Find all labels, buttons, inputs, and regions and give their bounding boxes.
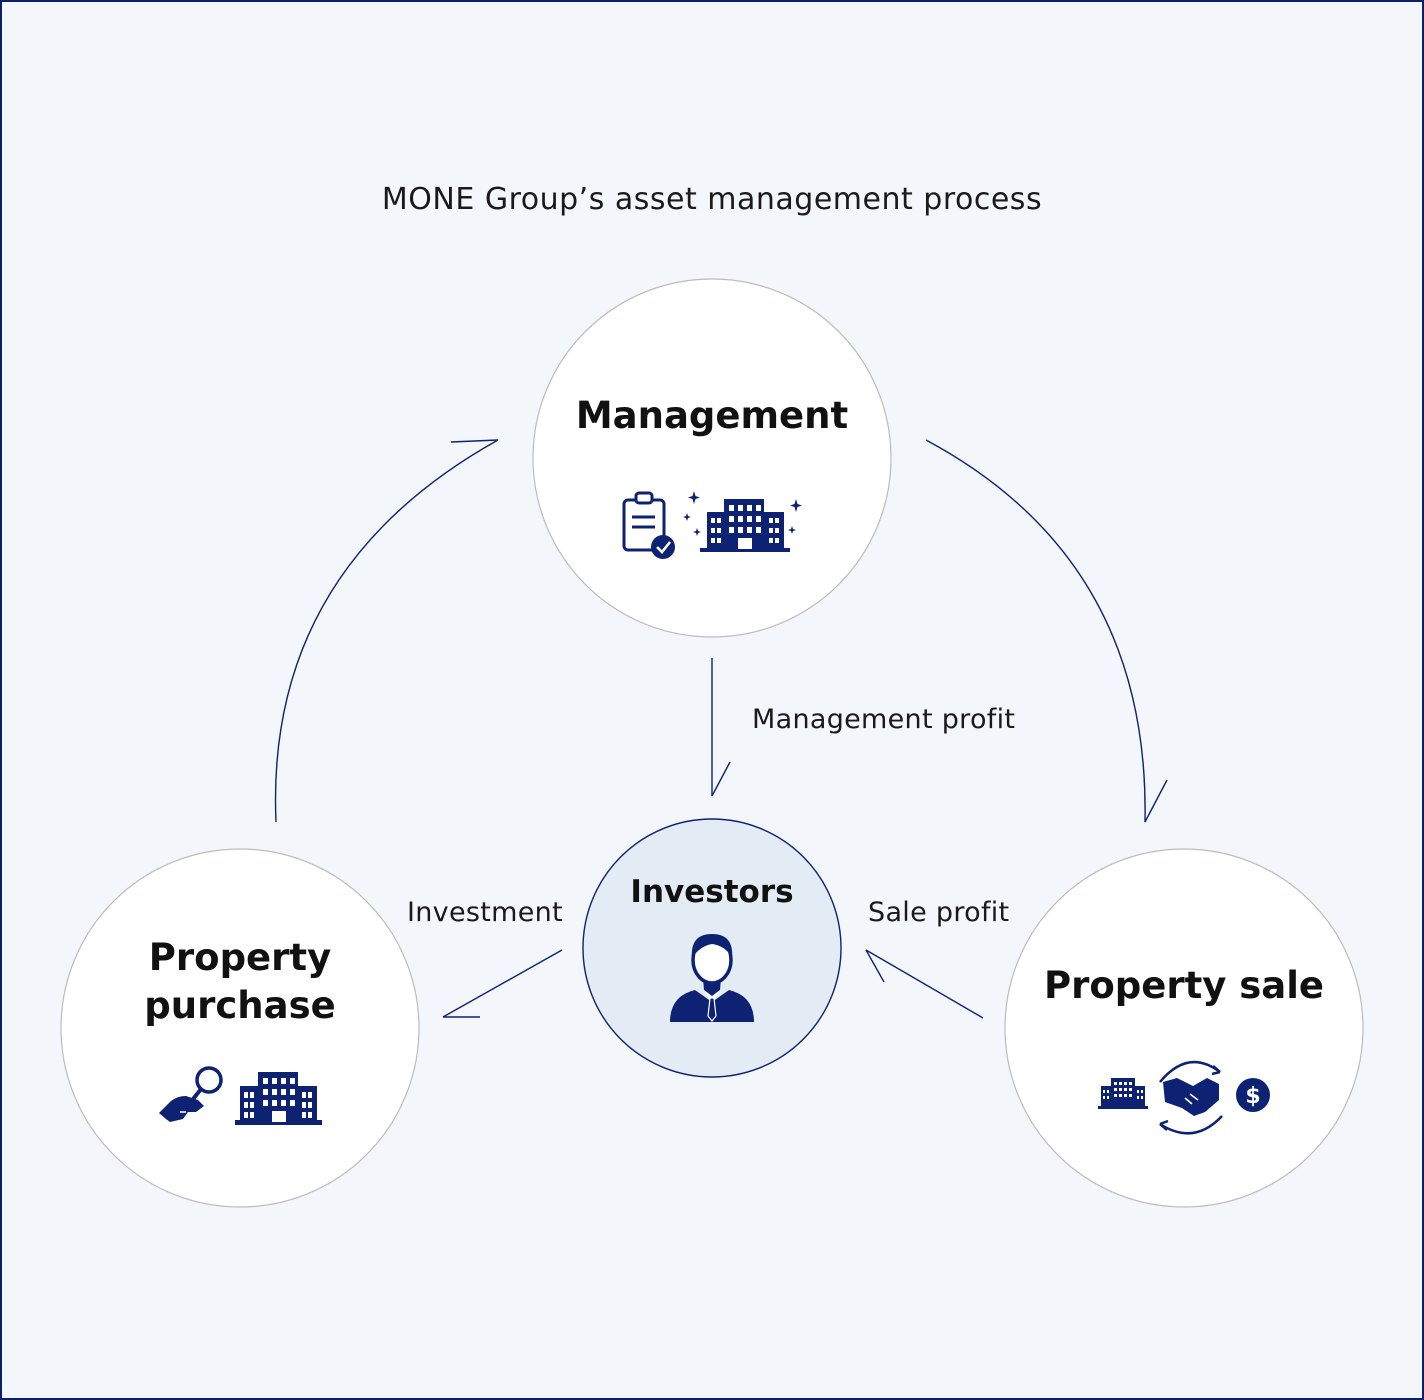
building-icon-purchase — [235, 1072, 322, 1125]
edge-label-sale-profit: Sale profit — [868, 897, 1010, 928]
edge-label-management-profit: Management profit — [752, 704, 1016, 735]
property-purchase-title-line1: Property — [148, 936, 332, 979]
property-purchase-node — [60, 848, 420, 1208]
property-sale-node — [1004, 848, 1364, 1208]
clipboard-check-icon — [622, 491, 666, 552]
diagram-title: MONE Group’s asset management process — [381, 182, 1043, 217]
arrowhead-management-to-investors — [711, 761, 731, 797]
arrow-sale-to-investors — [865, 949, 984, 1019]
management-node — [532, 278, 892, 638]
management-title: Management — [575, 394, 849, 437]
arrowhead-purchase-to-management — [450, 439, 499, 443]
investors-title: Investors — [630, 874, 794, 910]
arrowhead-sale-to-investors — [865, 949, 885, 983]
property-sale-title: Property sale — [1043, 964, 1325, 1007]
edge-label-investment: Investment — [407, 897, 563, 928]
check-badge-icon — [651, 535, 675, 559]
arrow-investors-to-purchase — [442, 949, 563, 1018]
building-icon-sale — [1098, 1078, 1148, 1109]
businessman-icon — [670, 934, 754, 1022]
svg-text:$: $ — [1245, 1084, 1260, 1109]
dollar-coin-icon: $ — [1236, 1078, 1270, 1112]
arrow-purchase-to-management — [274, 439, 499, 823]
handshake-cycle-icon — [1159, 1060, 1223, 1135]
hand-key-icon — [159, 1066, 223, 1122]
arrowhead-management-to-sale — [1144, 779, 1168, 823]
property-purchase-title: Property purchase — [60, 934, 420, 1030]
arrow-management-to-sale — [925, 439, 1146, 823]
sparkling-building-icon — [683, 491, 802, 552]
property-purchase-title-line2: purchase — [144, 984, 336, 1027]
